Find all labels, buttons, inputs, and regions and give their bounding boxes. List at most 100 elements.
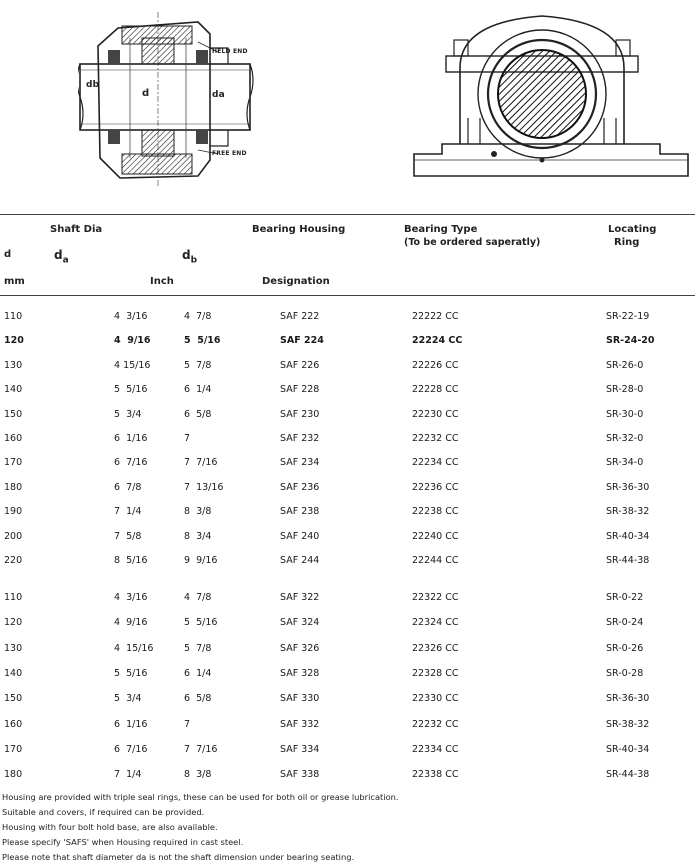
- bearing-type-cell: 22328 CC: [412, 667, 459, 679]
- db-cell: 8 3/8: [184, 769, 212, 781]
- locating-ring-cell: SR-44-38: [606, 555, 650, 566]
- housing-designation-cell: SAF 238: [280, 506, 320, 518]
- notes-block: Housing are provided with triple seal ri…: [2, 790, 399, 865]
- housing-designation-cell: SAF 222: [280, 311, 320, 322]
- db-cell: 8 3/8: [184, 506, 212, 518]
- db-cell: 7 7/16: [184, 743, 218, 755]
- locating-ring-cell: SR-22-19: [606, 311, 650, 322]
- bearing-type-cell: 22322 CC: [412, 592, 459, 603]
- da-cell: 5 5/16: [114, 667, 148, 679]
- bearing-type-cell: 22244 CC: [412, 555, 459, 566]
- locating-ring-cell: SR-36-30: [606, 481, 650, 493]
- locating-ring-cell: SR-0-22: [606, 592, 644, 603]
- bearing-type-cell: 22232 CC: [412, 433, 459, 444]
- db-cell: 6 1/4: [184, 667, 212, 679]
- da-cell: 4 9/16: [114, 617, 148, 629]
- section-view-graphic: [76, 12, 254, 188]
- held-end-label: HELD END: [212, 48, 248, 55]
- table-row: 200 7 5/8 8 3/4 SAF 240 22240 CC SR-40-34: [0, 531, 695, 555]
- bearing-type-cell: 22238 CC: [412, 506, 459, 518]
- db-cell: 6 1/4: [184, 384, 212, 396]
- mm-cell: 150: [4, 408, 23, 420]
- bearing-type-cell: 22224 CC: [412, 335, 463, 347]
- note-line: Housing are provided with triple seal ri…: [2, 792, 399, 802]
- db-cell: 5 5/16: [184, 335, 221, 347]
- locating-ring-cell: SR-0-28: [606, 667, 644, 679]
- locating-ring-cell: SR-28-0: [606, 384, 644, 396]
- designation-header: Designation: [262, 276, 330, 287]
- locating-ring-cell: SR-38-32: [606, 506, 650, 518]
- db-cell: 6 5/8: [184, 408, 212, 420]
- mm-cell: 190: [4, 506, 23, 518]
- da-cell: 7 5/8: [114, 530, 142, 542]
- bearing-type-cell: 22240 CC: [412, 530, 459, 542]
- db-header-letter: d: [182, 248, 191, 262]
- db-cell: 6 5/8: [184, 693, 212, 705]
- housing-designation-cell: SAF 334: [280, 743, 320, 755]
- housing-designation-cell: SAF 338: [280, 769, 320, 781]
- mm-cell: 130: [4, 642, 23, 654]
- da-cell: 4 3/16: [114, 592, 148, 603]
- bearing-type-cell: 22222 CC: [412, 311, 459, 322]
- da-cell: 4 9/16: [114, 335, 151, 347]
- db-cell: 4 7/8: [184, 592, 212, 603]
- da-cell: 6 7/16: [114, 457, 148, 469]
- mm-cell: 170: [4, 457, 23, 469]
- bearing-type-cell: 22338 CC: [412, 769, 459, 781]
- db-drawing-label: db: [86, 80, 100, 90]
- d-header: d: [4, 249, 12, 260]
- bearing-type-cell: 22234 CC: [412, 457, 459, 469]
- da-drawing-label: da: [212, 90, 225, 100]
- housing-designation-cell: SAF 236: [280, 481, 320, 493]
- locating-ring-cell: SR-30-0: [606, 408, 644, 420]
- mm-cell: 180: [4, 481, 23, 493]
- mm-cell: 140: [4, 667, 23, 679]
- free-end-label: FREE END: [212, 150, 247, 157]
- mm-cell: 130: [4, 359, 23, 371]
- mm-cell: 120: [4, 617, 23, 629]
- housing-front-view-graphic: [413, 15, 689, 177]
- locating-ring-cell: SR-34-0: [606, 457, 644, 469]
- da-cell: 4 3/16: [114, 311, 148, 322]
- locating-ring-cell: SR-24-20: [606, 335, 655, 347]
- locating-ring-cell: SR-40-34: [606, 530, 650, 542]
- table-row: 170 6 7/16 7 7/16 SAF 234 22234 CC SR-34-0: [0, 457, 695, 481]
- db-cell: 7 7/16: [184, 457, 218, 469]
- housing-designation-cell: SAF 232: [280, 433, 320, 444]
- note-line: Suitable and covers, if required can be …: [2, 807, 205, 817]
- locating-ring-cell: SR-26-0: [606, 359, 644, 371]
- housing-designation-cell: SAF 224: [280, 335, 324, 347]
- da-cell: 6 1/16: [114, 433, 148, 444]
- bearing-type-cell: 22228 CC: [412, 384, 459, 396]
- housing-designation-cell: SAF 234: [280, 457, 320, 469]
- db-cell: 5 5/16: [184, 617, 218, 629]
- mm-cell: 120: [4, 335, 24, 347]
- housing-designation-cell: SAF 240: [280, 530, 320, 542]
- mm-cell: 200: [4, 530, 23, 542]
- bearing-type-cell: 22230 CC: [412, 408, 459, 420]
- da-cell: 6 7/8: [114, 481, 142, 493]
- bearing-type-cell: 22326 CC: [412, 642, 459, 654]
- bearing-section-drawing: HELD END FREE END db d da: [76, 8, 260, 192]
- mm-cell: 180: [4, 769, 23, 781]
- inch-header: Inch: [150, 276, 174, 287]
- mm-cell: 110: [4, 592, 23, 603]
- db-cell: 8 3/4: [184, 530, 212, 542]
- housing-designation-cell: SAF 330: [280, 693, 320, 705]
- da-cell: 8 5/16: [114, 555, 148, 566]
- ring-header: Ring: [614, 237, 640, 248]
- housing-designation-cell: SAF 226: [280, 359, 320, 371]
- db-cell: 7: [184, 433, 191, 444]
- db-cell: 5 7/8: [184, 642, 212, 654]
